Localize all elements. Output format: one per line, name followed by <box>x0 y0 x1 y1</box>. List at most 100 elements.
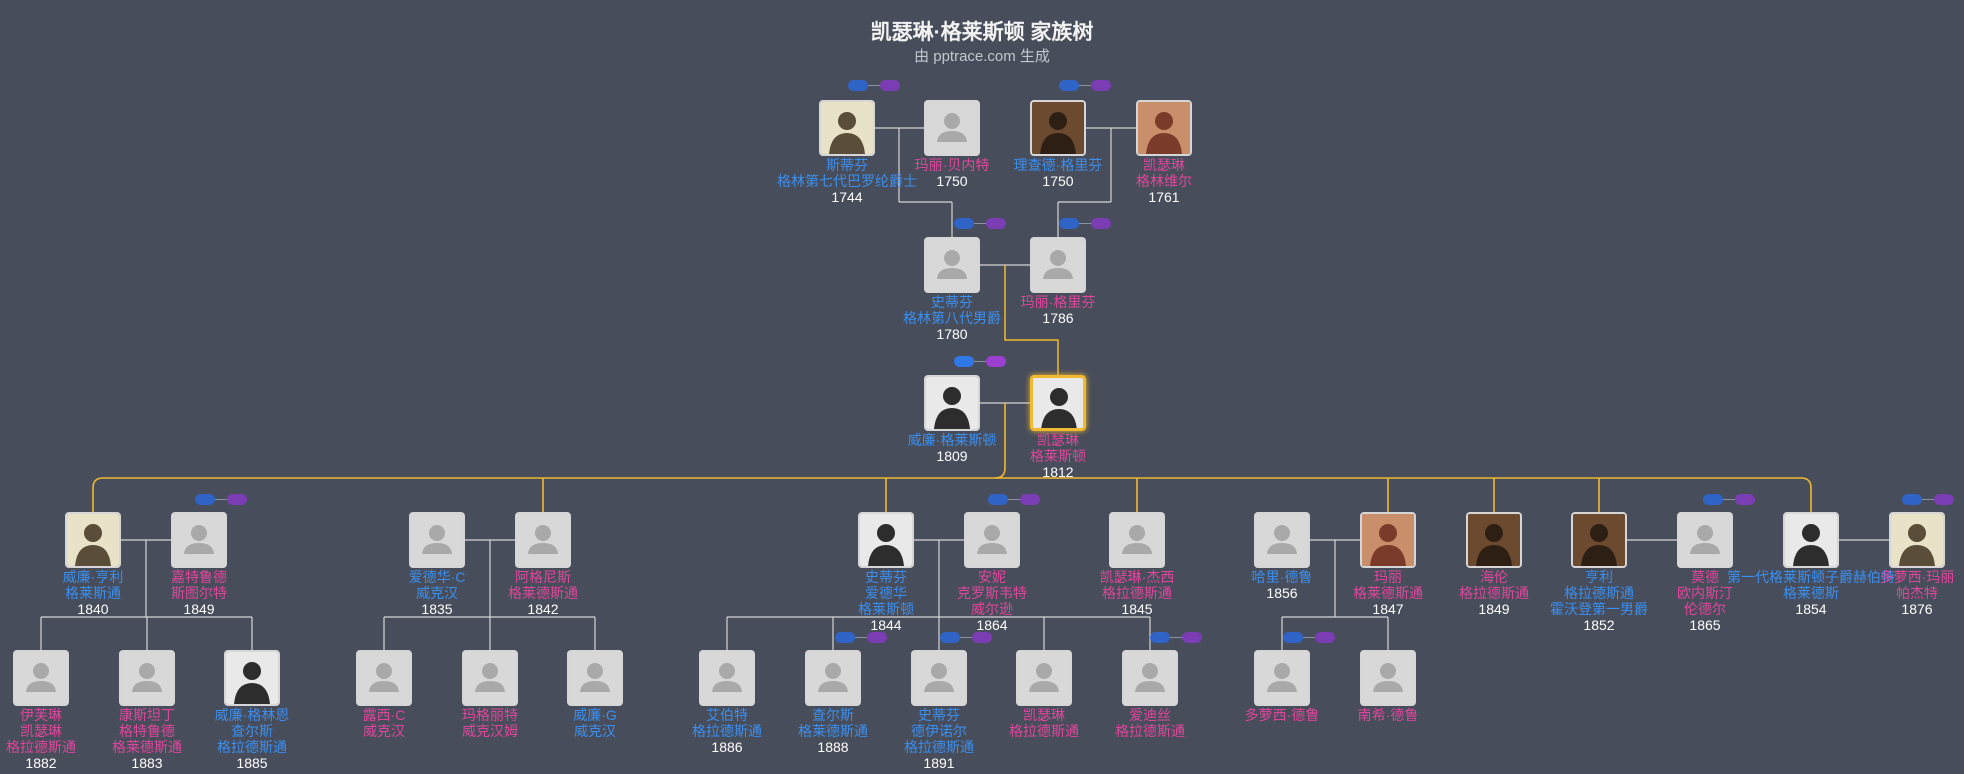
expand-children-toggle[interactable] <box>1934 494 1954 505</box>
person-label[interactable]: 南希·德鲁 <box>1288 707 1488 723</box>
expand-children-toggle[interactable] <box>867 632 887 643</box>
person-avatar-placeholder[interactable] <box>699 650 755 706</box>
expand-children-toggle[interactable] <box>880 80 900 91</box>
person-avatar-placeholder[interactable] <box>515 512 571 568</box>
person-name-line: 凯瑟琳·杰西 <box>1099 569 1175 585</box>
person-avatar-placeholder[interactable] <box>567 650 623 706</box>
page-subtitle: 由 pptrace.com 生成 <box>914 48 1050 65</box>
person-photo[interactable] <box>1136 100 1192 156</box>
person-photo[interactable] <box>1360 512 1416 568</box>
person-avatar-placeholder[interactable] <box>1109 512 1165 568</box>
expand-parents-toggle[interactable] <box>835 632 855 643</box>
person-photo[interactable] <box>1783 512 1839 568</box>
person-avatar-placeholder[interactable] <box>964 512 1020 568</box>
person-avatar-placeholder[interactable] <box>924 237 980 293</box>
expand-parents-toggle[interactable] <box>1703 494 1723 505</box>
person-avatar-placeholder[interactable] <box>1030 237 1086 293</box>
person-avatar-placeholder[interactable] <box>119 650 175 706</box>
expand-parents-toggle[interactable] <box>848 80 868 91</box>
expand-parents-toggle[interactable] <box>954 218 974 229</box>
person-avatar-placeholder[interactable] <box>1254 512 1310 568</box>
expand-parents-toggle[interactable] <box>954 356 974 367</box>
person-photo[interactable] <box>224 650 280 706</box>
expand-children-toggle[interactable] <box>1735 494 1755 505</box>
person-avatar-placeholder[interactable] <box>1254 650 1310 706</box>
person-photo[interactable] <box>924 375 980 431</box>
expand-children-toggle[interactable] <box>1091 218 1111 229</box>
person-label[interactable]: 爱迪丝格拉德斯通 <box>1050 707 1250 739</box>
expand-children-toggle[interactable] <box>1091 80 1111 91</box>
person-avatar-placeholder[interactable] <box>1677 512 1733 568</box>
person-avatar-placeholder[interactable] <box>924 100 980 156</box>
person-avatar-placeholder[interactable] <box>409 512 465 568</box>
person-photo[interactable] <box>1571 512 1627 568</box>
expand-parents-toggle[interactable] <box>1150 632 1170 643</box>
person-name-line: 格林第七代巴罗纶爵士 <box>777 173 917 189</box>
expand-children-toggle[interactable] <box>986 218 1006 229</box>
person-avatar-placeholder[interactable] <box>805 650 861 706</box>
person-photo[interactable] <box>1030 375 1086 431</box>
person-photo[interactable] <box>1889 512 1945 568</box>
expand-children-toggle[interactable] <box>972 632 992 643</box>
expand-parents-toggle[interactable] <box>940 632 960 643</box>
person-avatar-placeholder[interactable] <box>911 650 967 706</box>
expand-children-toggle[interactable] <box>1315 632 1335 643</box>
expand-parents-toggle[interactable] <box>1059 218 1079 229</box>
expand-children-toggle[interactable] <box>986 356 1006 367</box>
person-label[interactable]: 玛格丽特威克汉姆 <box>390 707 590 739</box>
expand-parents-toggle[interactable] <box>1059 80 1079 91</box>
person-avatar-placeholder[interactable] <box>171 512 227 568</box>
person-photo[interactable] <box>1030 100 1086 156</box>
expand-children-toggle[interactable] <box>227 494 247 505</box>
person-name-line: 海伦 <box>1480 569 1508 585</box>
expand-children-toggle[interactable] <box>1182 632 1202 643</box>
person-avatar-placeholder[interactable] <box>462 650 518 706</box>
person-avatar-placeholder[interactable] <box>1360 650 1416 706</box>
expand-parents-toggle[interactable] <box>1283 632 1303 643</box>
person-avatar-placeholder[interactable] <box>356 650 412 706</box>
person-label[interactable]: 凯瑟琳格拉德斯通 <box>944 707 1144 739</box>
expand-parents-toggle[interactable] <box>1902 494 1922 505</box>
expand-children-toggle[interactable] <box>1020 494 1040 505</box>
person-photo[interactable] <box>1466 512 1522 568</box>
person-photo[interactable] <box>65 512 121 568</box>
expand-parents-toggle[interactable] <box>195 494 215 505</box>
person-photo[interactable] <box>819 100 875 156</box>
expand-parents-toggle[interactable] <box>988 494 1008 505</box>
person-avatar-placeholder[interactable] <box>1122 650 1178 706</box>
person-photo[interactable] <box>858 512 914 568</box>
person-avatar-placeholder[interactable] <box>1016 650 1072 706</box>
person-avatar-placeholder[interactable] <box>13 650 69 706</box>
person-label[interactable]: 多萝西·德鲁 <box>1182 707 1382 723</box>
